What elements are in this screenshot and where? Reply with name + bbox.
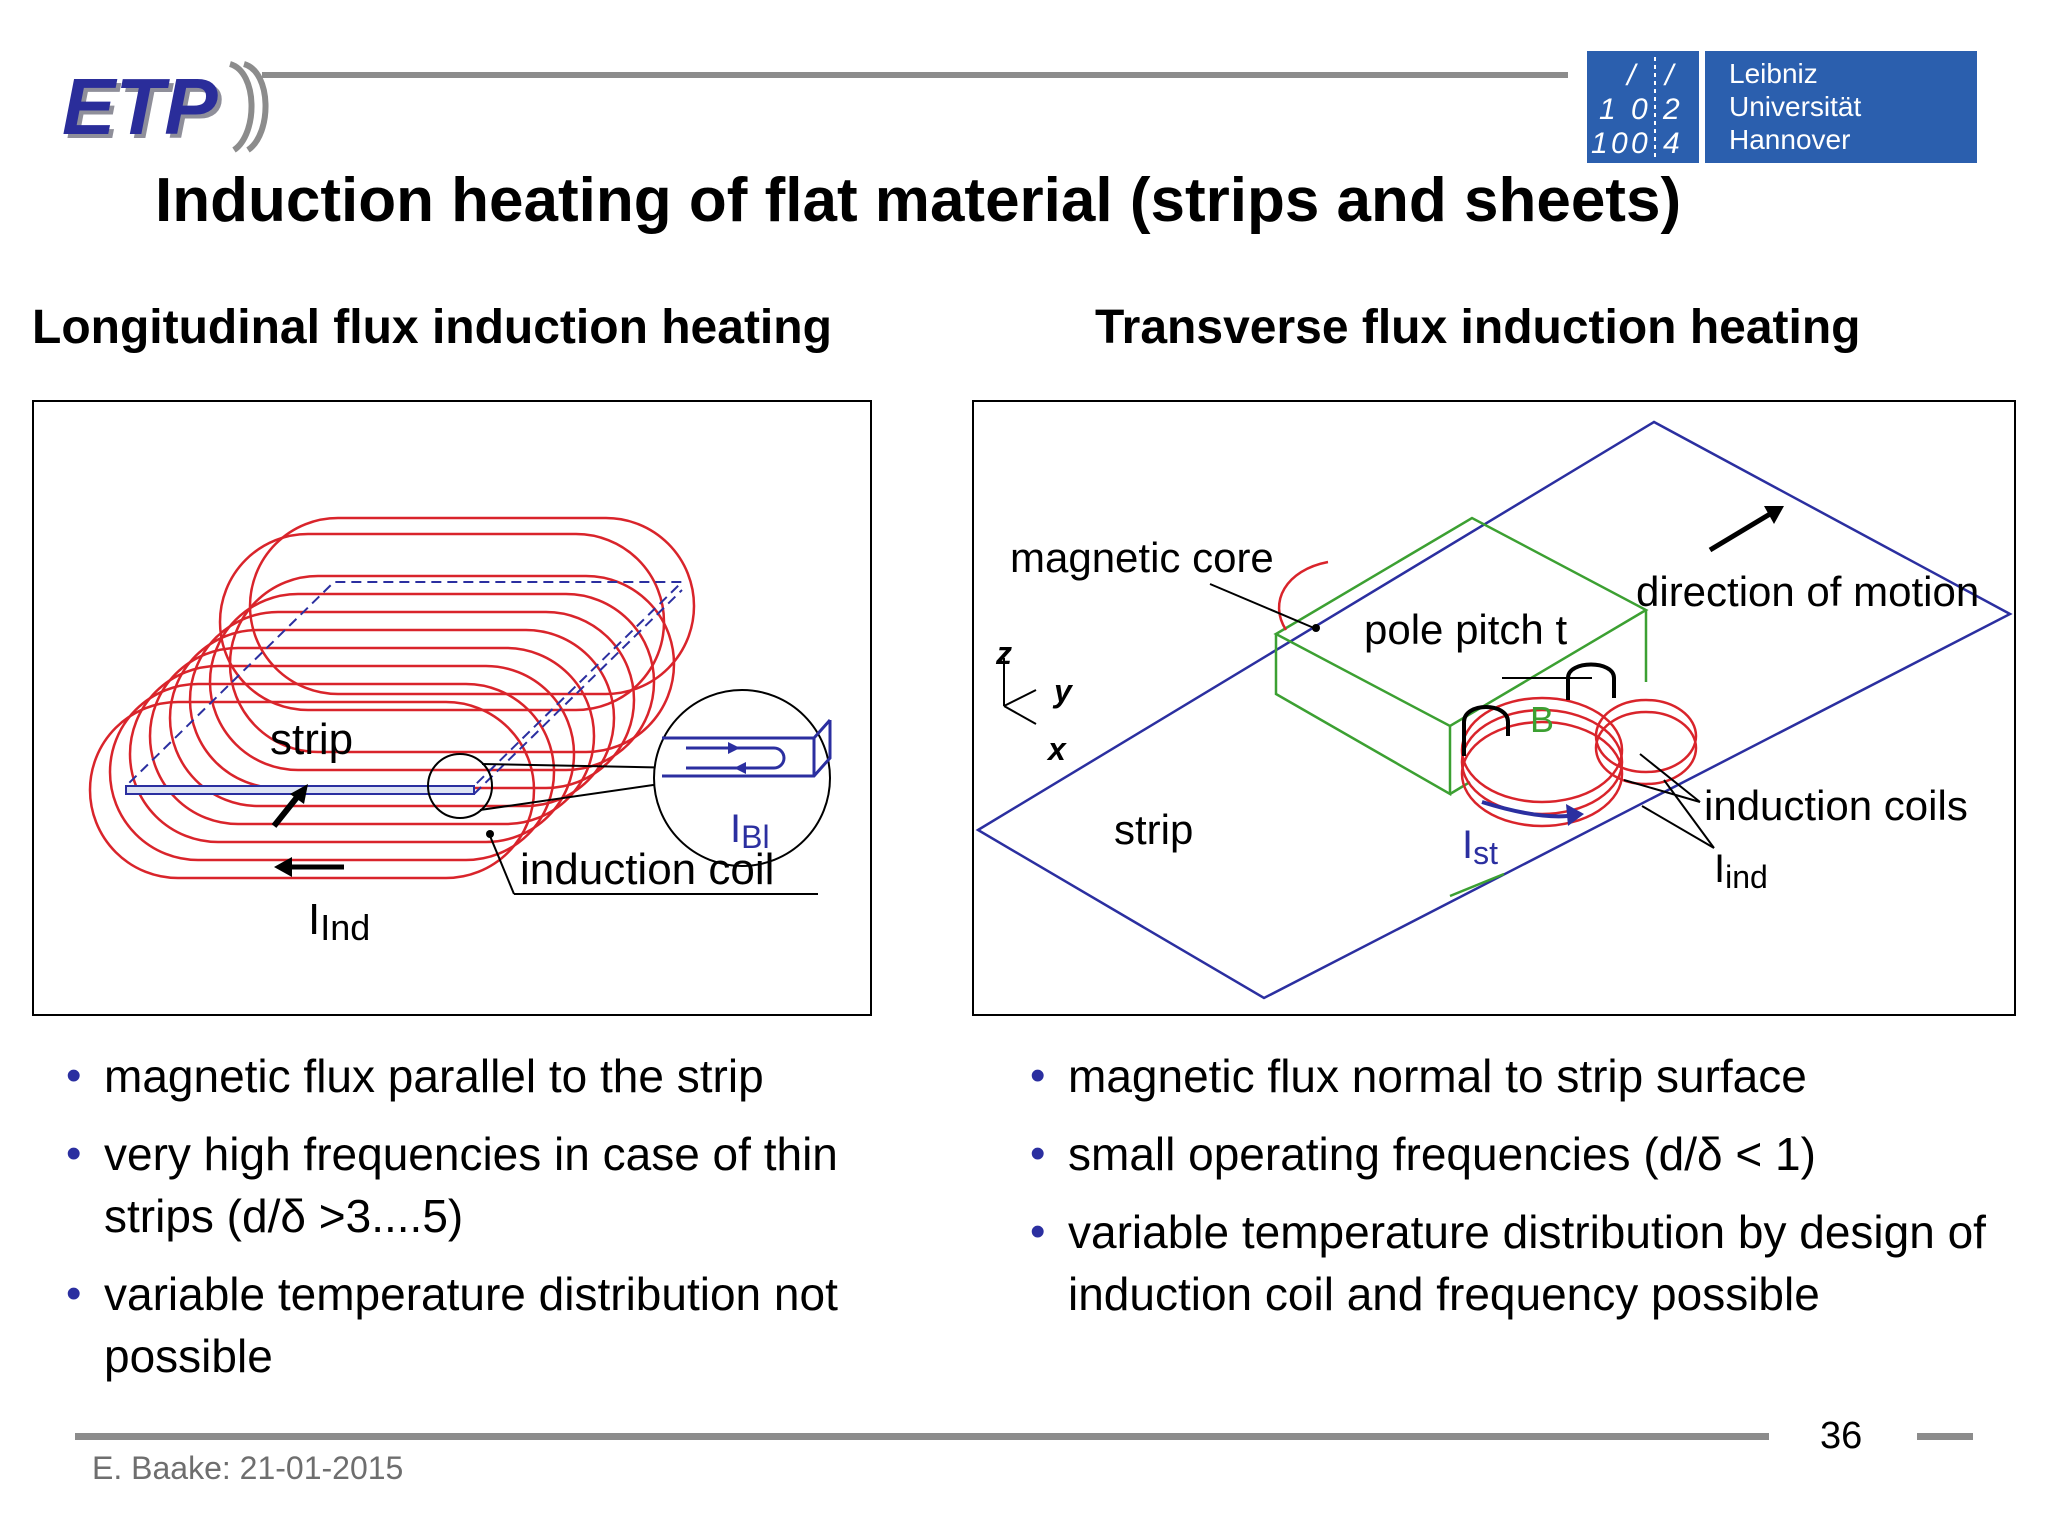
- svg-text:1: 1: [1591, 127, 1608, 160]
- strip-plane: [975, 420, 2013, 1000]
- luh-mark-icon: / / 1 0 2 1 0 0 4: [1591, 57, 1680, 160]
- bullet-icon: •: [1030, 1051, 1046, 1100]
- longitudinal-diagram: strip IInd IBl induction coil: [88, 516, 832, 948]
- pole-pitch-label: pole pitch t: [1364, 606, 1567, 653]
- coil-label: induction coil: [520, 845, 774, 894]
- etp-logo-shadow: ETP: [66, 66, 222, 155]
- coil-turn: [148, 646, 596, 826]
- svg-text:0: 0: [1631, 127, 1648, 160]
- bullet-icon: •: [1030, 1129, 1046, 1178]
- axis-y-label: y: [1052, 673, 1074, 709]
- luh-separator: [1699, 51, 1705, 163]
- coil-turn: [248, 516, 696, 696]
- svg-text:4: 4: [1663, 127, 1680, 160]
- induction-coils: [1277, 560, 1698, 828]
- footer-dash: [1917, 1433, 1973, 1440]
- coil-turn: [108, 682, 556, 862]
- luh-line-3: Hannover: [1729, 124, 1851, 155]
- svg-text:/: /: [1663, 59, 1676, 92]
- svg-text:1: 1: [1599, 93, 1616, 126]
- heading-transverse: Transverse flux induction heating: [1095, 301, 1861, 354]
- svg-text:2: 2: [1662, 93, 1680, 126]
- list-item: •very high frequencies in case of thin s…: [62, 1123, 942, 1247]
- core-lower-edge: [1449, 872, 1505, 898]
- list-item: •variable temperature distribution by de…: [1026, 1201, 1986, 1325]
- footer-rule: [75, 1433, 1769, 1440]
- luh-logo: / / 1 0 2 1 0 0 4 Leibniz Universität Ha…: [1587, 51, 1977, 163]
- luh-name: Leibniz Universität Hannover: [1729, 57, 1861, 156]
- iind-label: Iind: [1714, 847, 1768, 895]
- luh-line-2: Universität: [1729, 91, 1862, 122]
- motion-arrow-head: [1764, 506, 1784, 524]
- figure-transverse: B Ist z y x magnetic core pole pitch t d…: [972, 400, 2016, 1016]
- list-item: •magnetic flux parallel to the strip: [62, 1045, 942, 1107]
- bullet-icon: •: [66, 1051, 82, 1100]
- zoom-arrow-head: [728, 742, 740, 754]
- bullet-icon: •: [66, 1129, 82, 1178]
- etp-logo-arc-1: [228, 61, 255, 153]
- axis-x-label: x: [1046, 731, 1067, 767]
- induction-coil-turns: [88, 516, 696, 880]
- zoom-circle-small: [427, 753, 493, 819]
- figure-longitudinal: strip IInd IBl induction coil: [32, 400, 872, 1016]
- core-leader: [1209, 583, 1315, 629]
- core-label: magnetic core: [1010, 534, 1274, 581]
- b-label: B: [1530, 699, 1554, 740]
- strip-label: strip: [270, 715, 353, 764]
- bullet-icon: •: [1030, 1207, 1046, 1256]
- coils-leaders: [1623, 753, 1715, 849]
- flux-arrow-head: [290, 784, 308, 804]
- coil-turn: [218, 532, 666, 712]
- header-rule: [262, 72, 1568, 78]
- coils-label: induction coils: [1704, 782, 1968, 829]
- coil-leader: [489, 835, 515, 895]
- coil-turn: [168, 628, 616, 808]
- footer-author: E. Baake: 21-01-2015: [92, 1450, 404, 1486]
- etp-logo-text: ETP: [62, 62, 218, 151]
- motion-arrow: [1708, 511, 1772, 553]
- etp-logo: ETP ETP: [62, 61, 269, 155]
- ist-label: Ist: [1462, 823, 1498, 871]
- ist-arrow: [1481, 800, 1569, 819]
- list-item: •small operating frequencies (d/δ < 1): [1026, 1123, 1986, 1185]
- etp-logo-arc-2: [242, 61, 269, 153]
- slide-title: Induction heating of flat material (stri…: [155, 166, 1682, 235]
- zoom-circle-large: [653, 689, 831, 867]
- magnetic-core: [1273, 516, 1649, 797]
- bullet-icon: •: [66, 1269, 82, 1318]
- svg-text:0: 0: [1611, 127, 1628, 160]
- heading-longitudinal: Longitudinal flux induction heating: [32, 301, 832, 354]
- axis-z-label: z: [995, 635, 1012, 671]
- flux-loops: [1462, 662, 1616, 756]
- luh-line-1: Leibniz: [1729, 58, 1818, 89]
- coil-turn: [128, 664, 576, 844]
- zoom-arrow-head: [734, 762, 746, 774]
- motion-label: direction of motion: [1636, 568, 1979, 615]
- page-number: 36: [1820, 1415, 1863, 1457]
- current-label: IInd: [308, 895, 370, 948]
- ist-arrow-head: [1566, 804, 1584, 826]
- zoom-line: [481, 763, 685, 769]
- zoom-strip-detail: [662, 719, 832, 778]
- strip-label: strip: [1114, 806, 1193, 853]
- zoom-line: [479, 781, 675, 811]
- bullets-transverse: •magnetic flux normal to strip surface •…: [1026, 1045, 1986, 1341]
- bl-current-label: IBl: [730, 807, 770, 855]
- svg-text:0: 0: [1631, 93, 1648, 126]
- flux-arrow: [271, 794, 301, 828]
- svg-text:/: /: [1625, 59, 1638, 92]
- coil-turn: [88, 700, 536, 880]
- bullets-longitudinal: •magnetic flux parallel to the strip •ve…: [62, 1045, 942, 1403]
- axis-triad: [1003, 658, 1037, 725]
- list-item: •variable temperature distribution not p…: [62, 1263, 942, 1387]
- current-arrow-head: [274, 857, 292, 877]
- list-item: •magnetic flux normal to strip surface: [1026, 1045, 1986, 1107]
- coil-leader-dot: [486, 830, 494, 838]
- transverse-diagram: B Ist z y x magnetic core pole pitch t d…: [975, 420, 2013, 1000]
- core-leader-dot: [1312, 624, 1320, 632]
